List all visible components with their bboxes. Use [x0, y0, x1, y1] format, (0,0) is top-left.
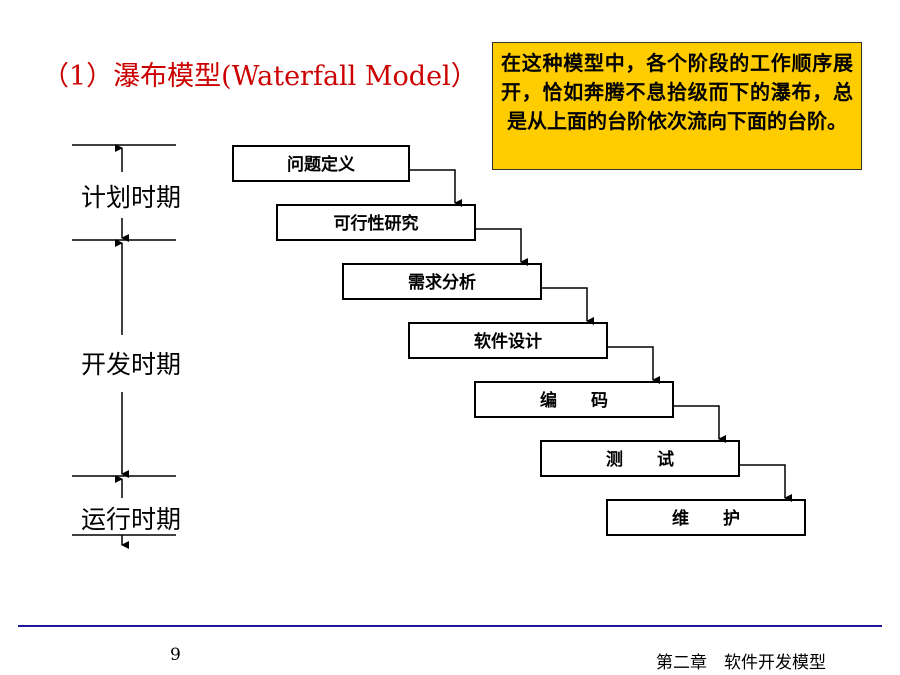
connector-arrow [475, 228, 528, 266]
stage-label-design: 软件设计 [474, 331, 542, 352]
stage-box-maintenance [606, 499, 806, 536]
stage-box-requirements [342, 263, 542, 300]
slide-title: （1）瀑布模型(Waterfall Model） [42, 61, 478, 92]
stage-connectors [409, 169, 792, 502]
stage-label-testing: 测 试 [606, 449, 674, 470]
connector-arrow [541, 287, 594, 325]
stage-box-design [408, 322, 608, 359]
page-number: 9 [170, 645, 181, 665]
stage-label-problem-definition: 问题定义 [287, 154, 355, 175]
connector-arrow [409, 169, 462, 207]
stage-box-testing [540, 440, 740, 477]
period-label-development: 开发时期 [81, 350, 181, 379]
chapter-label: 第二章 软件开发模型 [656, 653, 826, 673]
connector-arrow [739, 464, 792, 502]
stage-boxes [232, 145, 806, 536]
stage-box-feasibility [276, 204, 476, 241]
stage-label-maintenance: 维 护 [672, 508, 740, 529]
stage-label-coding: 编 码 [540, 390, 608, 411]
explanation-note: 在这种模型中，各个阶段的工作顺序展开，恰如奔腾不息拾级而下的瀑布，总是从上面的台… [492, 42, 862, 170]
footer-divider [18, 625, 882, 627]
stage-label-feasibility: 可行性研究 [334, 213, 419, 234]
stage-box-problem-definition [232, 145, 410, 182]
timeline [72, 144, 176, 549]
stage-label-requirements: 需求分析 [408, 272, 476, 293]
connector-arrow [673, 405, 726, 443]
period-label-planning: 计划时期 [81, 183, 181, 212]
period-label-operation: 运行时期 [81, 505, 181, 534]
stage-box-coding [474, 381, 674, 418]
connector-arrow [607, 346, 660, 384]
